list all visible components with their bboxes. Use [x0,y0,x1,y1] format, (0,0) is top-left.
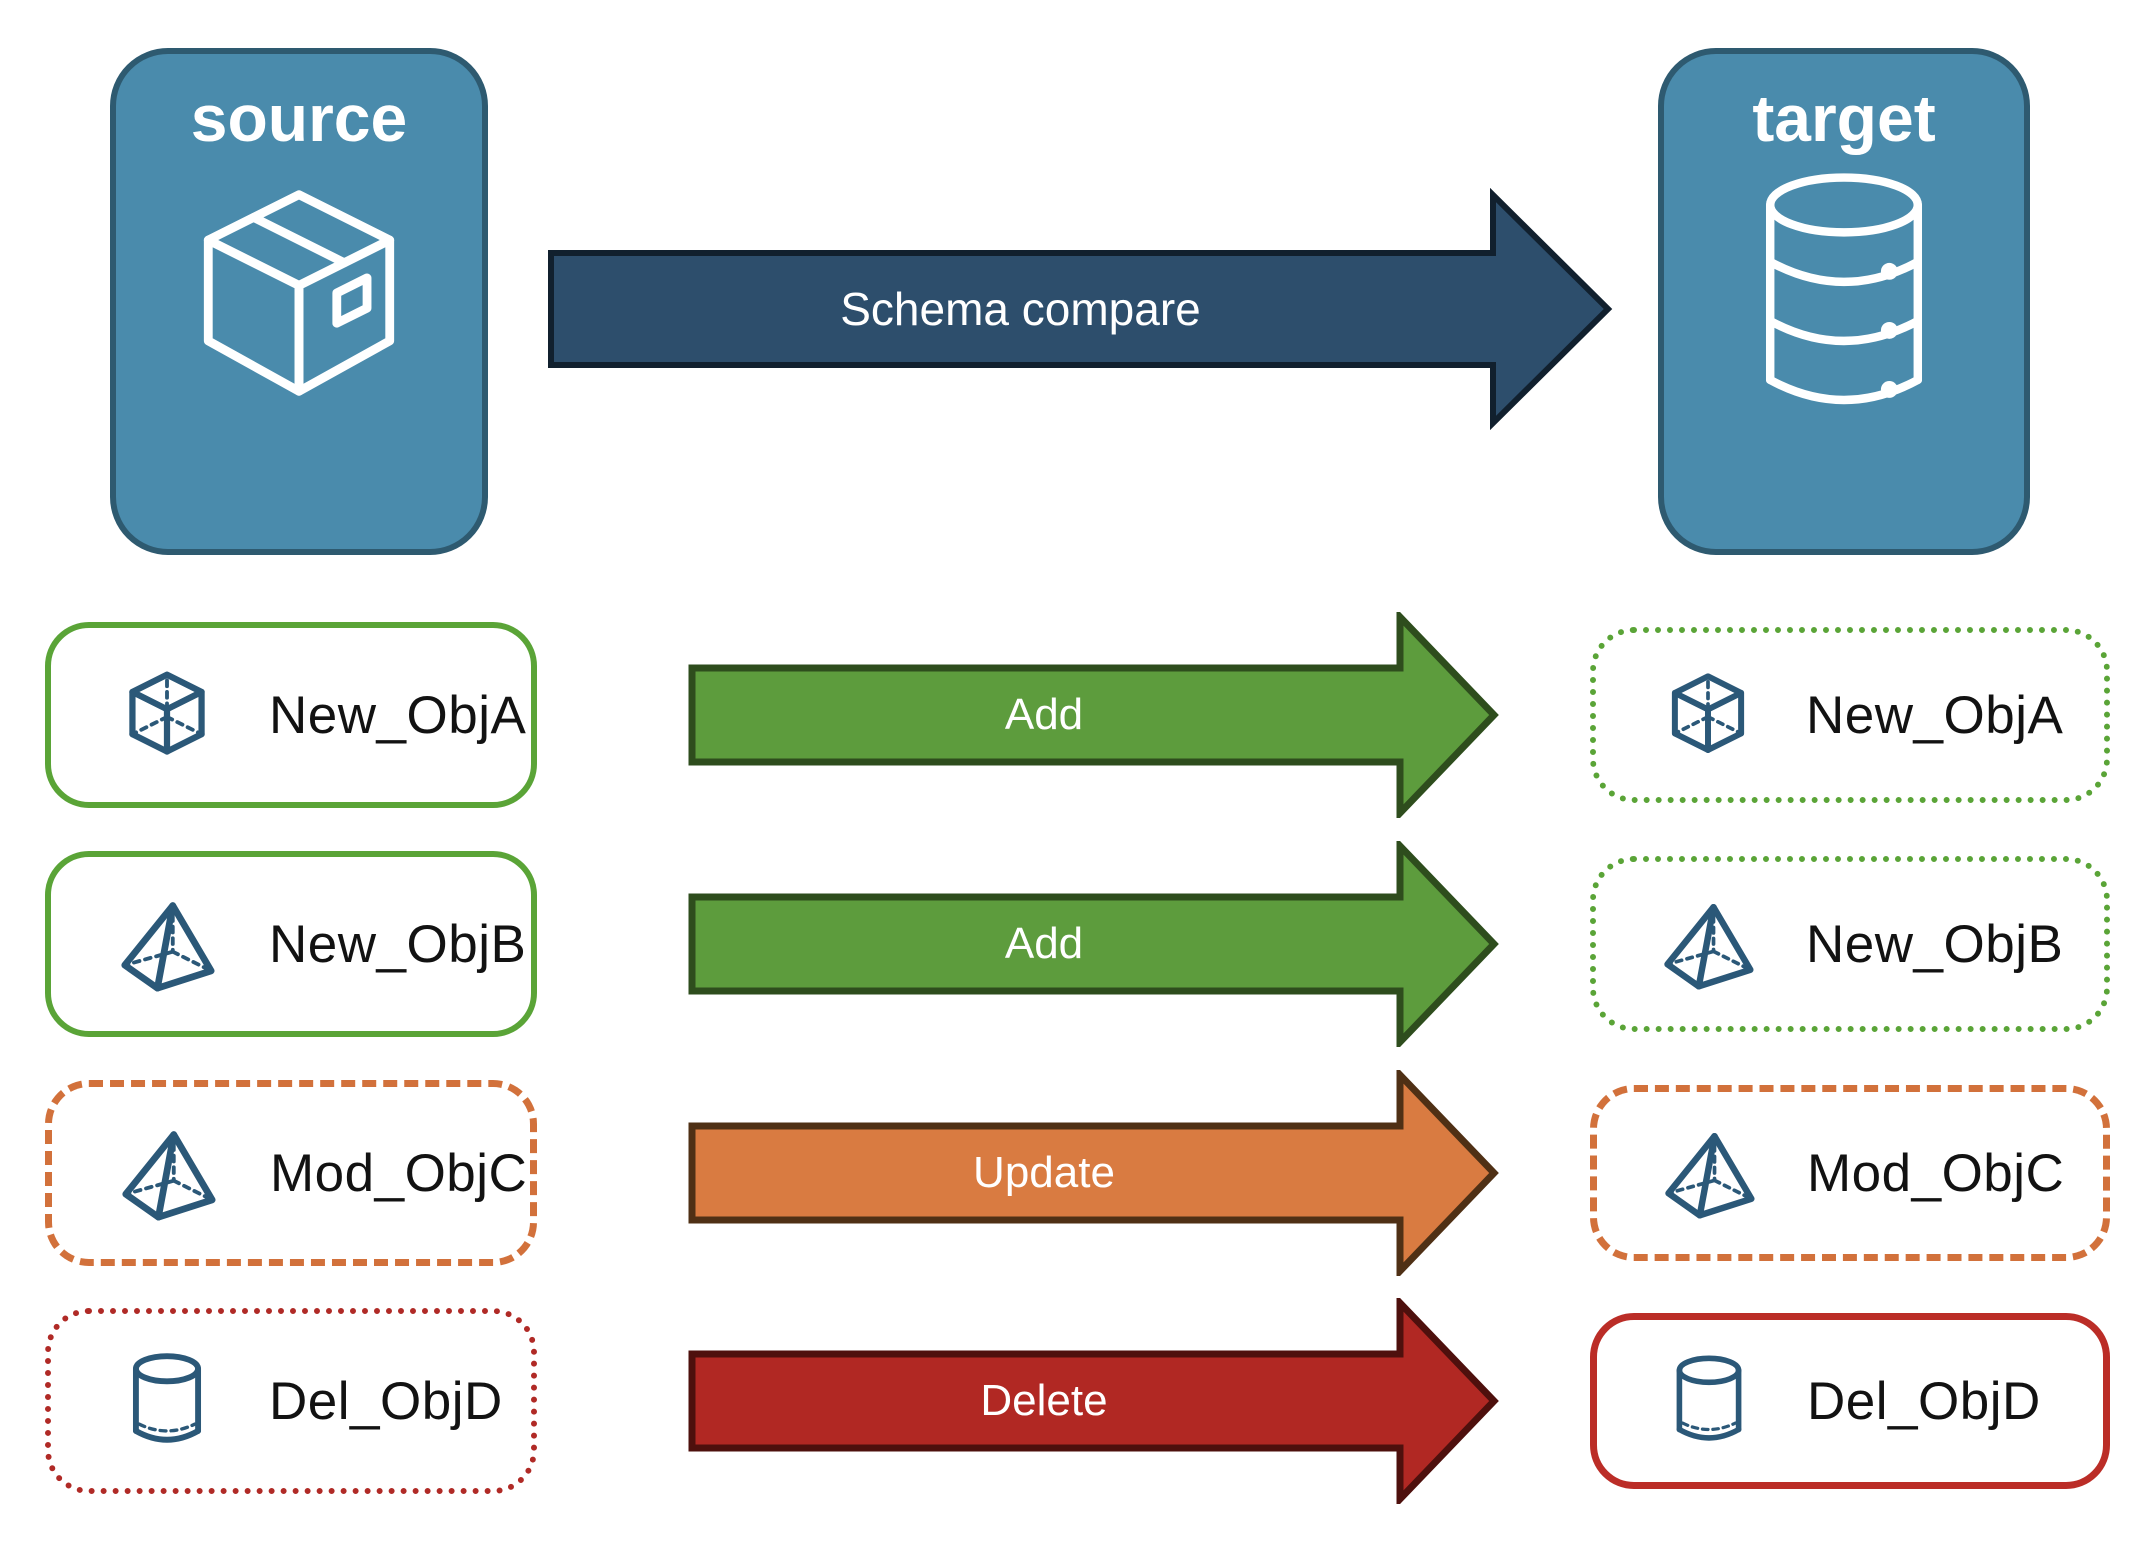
schema-compare-arrow: Schema compare [548,188,1613,430]
action-label: Add [1004,690,1084,739]
diff-row: Del_ObjD Delete Del_ObjD [0,1298,2150,1504]
pyramid-icon [1659,1127,1759,1219]
object-name: Del_ObjD [1807,1371,2041,1431]
pyramid-icon [118,1125,218,1221]
object-name: Del_ObjD [269,1371,503,1431]
target-object-card: Mod_ObjC [1590,1085,2110,1261]
action-label: Delete [980,1376,1108,1425]
source-object-card: Mod_ObjC [45,1080,537,1266]
target-label: target [1752,81,1936,155]
diff-row: Mod_ObjC Update Mod_ObjC [0,1070,2150,1276]
target-object-card: New_ObjA [1590,627,2110,803]
pyramid-icon [117,896,217,992]
cylinder-icon [1659,1353,1759,1450]
pyramid-icon [1658,898,1758,990]
source-object-card: New_ObjA [45,622,537,808]
cube-icon [1658,669,1758,761]
source-object-card: Del_ObjD [45,1308,537,1494]
schema-compare-label: Schema compare [840,283,1201,335]
object-name: New_ObjB [1806,914,2064,974]
source-label: source [190,81,408,155]
database-icon [1749,167,1939,420]
diff-row: New_ObjB Add New_ObjB [0,841,2150,1047]
object-name: New_ObjA [1806,685,2064,745]
diff-row: New_ObjA Add New_ObjA [0,612,2150,818]
target-node: target [1658,48,2030,555]
source-node: source [110,48,488,555]
action-label: Add [1004,919,1084,968]
cylinder-icon [117,1351,217,1452]
add-arrow: Add [688,841,1500,1047]
action-label: Update [973,1148,1115,1197]
cube-icon [117,667,217,763]
object-name: New_ObjA [269,685,527,745]
object-name: Mod_ObjC [1807,1143,2065,1203]
update-arrow: Update [688,1070,1500,1276]
object-name: Mod_ObjC [270,1143,528,1203]
delete-arrow: Delete [688,1298,1500,1504]
package-box-icon [173,167,425,419]
add-arrow: Add [688,612,1500,818]
target-object-card: New_ObjB [1590,856,2110,1032]
object-name: New_ObjB [269,914,527,974]
source-object-card: New_ObjB [45,851,537,1037]
target-object-card: Del_ObjD [1590,1313,2110,1489]
